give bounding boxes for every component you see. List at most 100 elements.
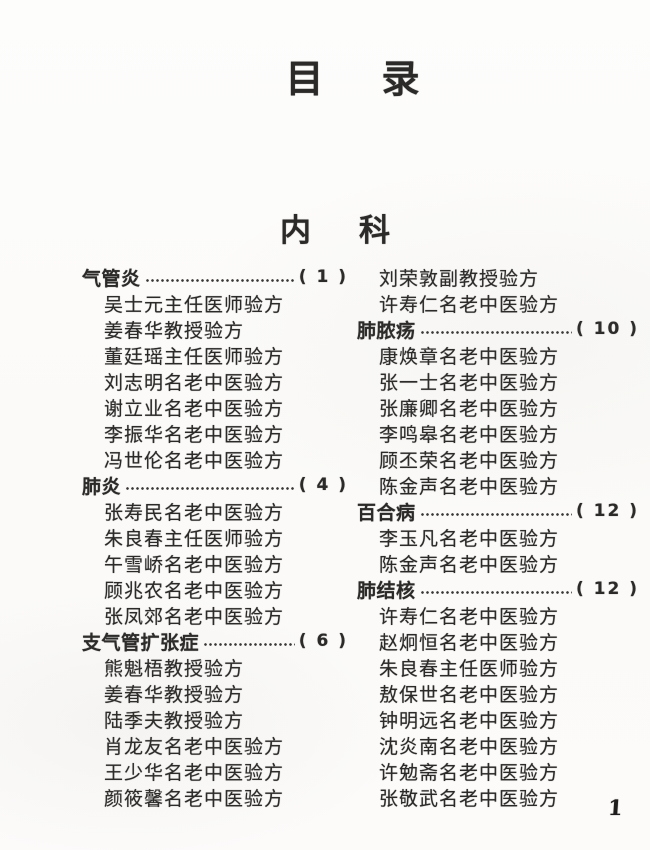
toc-row-label: 董廷瑶主任医师验方	[104, 345, 285, 368]
leader-dots	[203, 641, 295, 647]
toc-row: 李振华名老中医验方	[82, 420, 348, 446]
toc-row: 张寿民名老中医验方	[82, 498, 348, 524]
toc-row-label: 钟明远名老中医验方	[379, 709, 560, 732]
toc-row: 沈炎南名老中医验方	[357, 732, 639, 758]
toc-row-label: 谢立业名老中医验方	[104, 397, 285, 420]
toc-row-label: 许寿仁名老中医验方	[379, 293, 560, 316]
leader-dots	[419, 511, 572, 517]
toc-row: 谢立业名老中医验方	[82, 394, 348, 420]
toc-row-label: 张廉卿名老中医验方	[379, 397, 560, 420]
toc-row-label: 姜春华教授验方	[104, 319, 245, 342]
toc-row: 吴士元主任医师验方	[82, 290, 348, 316]
toc-row: 冯世伦名老中医验方	[82, 446, 348, 472]
toc-row: 李鸣皋名老中医验方	[357, 420, 639, 446]
page-title: 目录	[0, 48, 650, 103]
section-heading: 内科	[0, 205, 650, 250]
toc-row-label: 午雪峤名老中医验方	[104, 553, 285, 576]
toc-row: 陈金声名老中医验方	[357, 550, 639, 576]
toc-row: 支气管扩张症 ( 6 )	[82, 628, 348, 654]
section-heading-char-1: 内	[280, 213, 311, 249]
toc-row-label: 肺炎	[82, 475, 122, 498]
toc-row: 许寿仁名老中医验方	[357, 602, 639, 628]
toc-row-label: 颜筱馨名老中医验方	[104, 787, 285, 810]
toc-row-label: 张一士名老中医验方	[379, 371, 560, 394]
toc-row-label: 陈金声名老中医验方	[379, 553, 560, 576]
toc-row-label: 陈金声名老中医验方	[379, 475, 560, 498]
toc-row-label: 张凤郊名老中医验方	[104, 605, 285, 628]
toc-row-label: 顾兆农名老中医验方	[104, 579, 285, 602]
toc-row-label: 张寿民名老中医验方	[104, 501, 285, 524]
toc-row-label: 沈炎南名老中医验方	[379, 735, 560, 758]
toc-row: 李玉凡名老中医验方	[357, 524, 639, 550]
leader-dots	[419, 589, 572, 595]
toc-row: 钟明远名老中医验方	[357, 706, 639, 732]
toc-row-label: 陆季夫教授验方	[104, 709, 245, 732]
toc-row-label: 李玉凡名老中医验方	[379, 527, 560, 550]
toc-row-label: 朱良春主任医师验方	[379, 657, 560, 680]
toc-row: 百合病 ( 12 )	[357, 498, 639, 524]
toc-row-label: 刘荣敦副教授验方	[379, 267, 540, 290]
toc-row-label: 熊魁梧教授验方	[104, 657, 245, 680]
toc-row: 顾兆农名老中医验方	[82, 576, 348, 602]
toc-row: 张敬武名老中医验方	[357, 784, 639, 810]
toc-row-label: 李振华名老中医验方	[104, 423, 285, 446]
toc-row: 张凤郊名老中医验方	[82, 602, 348, 628]
toc-row: 陆季夫教授验方	[82, 706, 348, 732]
toc-row: 刘荣敦副教授验方	[357, 264, 639, 290]
toc-row-label: 刘志明名老中医验方	[104, 371, 285, 394]
toc-row-label: 王少华名老中医验方	[104, 761, 285, 784]
page-title-char-1: 目	[285, 57, 324, 101]
toc-row: 刘志明名老中医验方	[82, 368, 348, 394]
toc-row-label: 肺结核	[357, 579, 416, 602]
toc-page-number: ( 10 )	[575, 319, 639, 339]
toc-row: 康焕章名老中医验方	[357, 342, 639, 368]
toc-page-number: ( 12 )	[575, 501, 639, 521]
leader-dots	[419, 329, 572, 335]
toc-row: 王少华名老中医验方	[82, 758, 348, 784]
page-folio-number: 1	[607, 795, 624, 820]
toc-row: 张廉卿名老中医验方	[357, 394, 639, 420]
toc-row-label: 许勉斋名老中医验方	[379, 761, 560, 784]
toc-row: 午雪峤名老中医验方	[82, 550, 348, 576]
leader-dots	[125, 485, 295, 491]
toc-row-label: 敖保世名老中医验方	[379, 683, 560, 706]
toc-row-label: 赵炯恒名老中医验方	[379, 631, 560, 654]
toc-page-number: ( 1 )	[298, 267, 348, 287]
toc-row: 赵炯恒名老中医验方	[357, 628, 639, 654]
toc-column-right: 刘荣敦副教授验方 许寿仁名老中医验方 肺脓疡 ( 10 ) 康焕章名老中医验方	[357, 264, 639, 810]
toc-row: 董廷瑶主任医师验方	[82, 342, 348, 368]
toc-row-label: 支气管扩张症	[82, 631, 200, 654]
toc-column-left: 气管炎 ( 1 ) 吴士元主任医师验方 姜春华教授验方 董廷瑶主任医师验方	[82, 264, 348, 810]
toc-row: 肺脓疡 ( 10 )	[357, 316, 639, 342]
toc-row: 张一士名老中医验方	[357, 368, 639, 394]
leader-dots	[144, 277, 295, 283]
toc-row-label: 张敬武名老中医验方	[379, 787, 560, 810]
toc-row-label: 朱良春主任医师验方	[104, 527, 285, 550]
toc-row: 熊魁梧教授验方	[82, 654, 348, 680]
toc-row-label: 肖龙友名老中医验方	[104, 735, 285, 758]
toc-page-number: ( 12 )	[575, 579, 639, 599]
toc-page-number: ( 4 )	[298, 475, 348, 495]
toc-row-label: 康焕章名老中医验方	[379, 345, 560, 368]
toc-row-label: 吴士元主任医师验方	[104, 293, 285, 316]
toc-row: 朱良春主任医师验方	[82, 524, 348, 550]
toc-row-label: 冯世伦名老中医验方	[104, 449, 285, 472]
toc-row-label: 顾丕荣名老中医验方	[379, 449, 560, 472]
toc-page-number: ( 6 )	[298, 631, 348, 651]
toc-row: 姜春华教授验方	[82, 680, 348, 706]
toc-row: 肺炎 ( 4 )	[82, 472, 348, 498]
toc-row-label: 姜春华教授验方	[104, 683, 245, 706]
toc-row-label: 许寿仁名老中医验方	[379, 605, 560, 628]
toc-row: 顾丕荣名老中医验方	[357, 446, 639, 472]
toc-row: 陈金声名老中医验方	[357, 472, 639, 498]
toc-row: 朱良春主任医师验方	[357, 654, 639, 680]
toc-row: 颜筱馨名老中医验方	[82, 784, 348, 810]
toc-row: 肖龙友名老中医验方	[82, 732, 348, 758]
toc-row: 肺结核 ( 12 )	[357, 576, 639, 602]
page-title-char-2: 录	[381, 57, 420, 101]
toc-row-label: 李鸣皋名老中医验方	[379, 423, 560, 446]
toc-row: 许寿仁名老中医验方	[357, 290, 639, 316]
toc-row: 气管炎 ( 1 )	[82, 264, 348, 290]
toc-row: 许勉斋名老中医验方	[357, 758, 639, 784]
